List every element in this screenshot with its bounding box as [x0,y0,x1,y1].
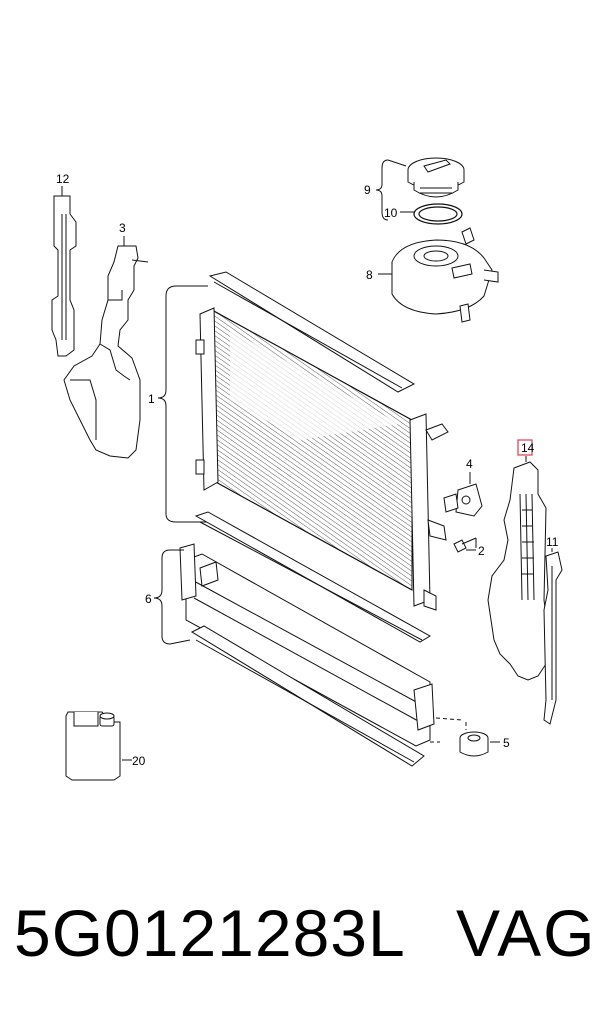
part-4-bracket [443,472,483,517]
callout-20: 20 [132,754,146,768]
part-1-radiator [195,271,449,611]
callout-8: 8 [366,268,373,282]
part-20-coolant-container [65,711,121,781]
part-number: 5G0121283L [14,896,406,970]
part-14-bolt [453,537,477,553]
part-12-left-air-guide-strip [51,186,77,357]
part-9-expansion-tank-cap [407,157,465,198]
callout-9-bracket [375,159,407,221]
callout-6: 6 [145,592,152,606]
part-2-right-air-guide [487,456,549,681]
callout-3: 3 [119,221,126,235]
callout-11: 11 [546,535,559,549]
part-10-seal-ring [413,203,463,225]
callout-2: 14 [521,441,535,455]
callout-6-bracket [153,549,191,645]
part-3-left-air-guide [63,236,149,459]
callout-5-leader [430,717,467,743]
part-5-rubber-mount [459,731,489,757]
callout-12: 12 [56,172,70,186]
part-6-auxiliary-cooler [179,511,435,767]
part-8-expansion-tank [391,227,499,323]
callout-14: 2 [478,544,485,558]
callout-10: 10 [384,206,398,220]
callout-2-highlight-box [517,439,533,456]
part-11-right-seal-strip [543,548,563,725]
callout-9: 9 [364,183,371,197]
callout-5: 5 [503,736,510,750]
callout-1: 1 [148,392,155,406]
callout-4: 4 [466,457,473,471]
brand-name: VAG [456,896,597,970]
exploded-parts-diagram: 12 3 9 10 8 [51,157,563,781]
